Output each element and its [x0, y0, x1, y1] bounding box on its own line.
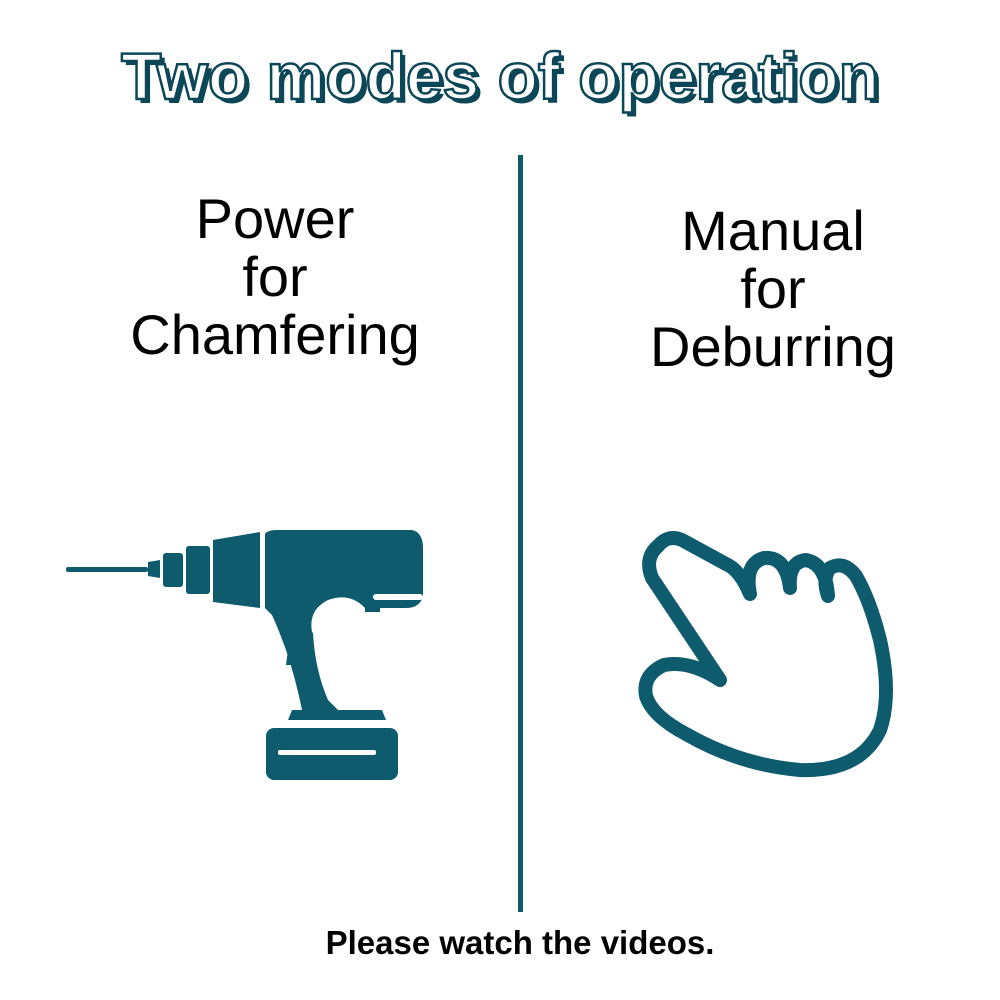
manual-mode-line1: Manual [681, 199, 865, 262]
manual-mode-line2: for [740, 257, 806, 320]
page-title: Two modes of operation [120, 38, 880, 115]
power-mode-line3: Chamfering [130, 303, 420, 366]
footer-note: Please watch the videos. [325, 924, 715, 961]
power-mode-label: Power for Chamfering [100, 190, 450, 364]
center-divider [518, 155, 523, 912]
manual-mode-line3: Deburring [650, 315, 896, 378]
hand-icon [638, 531, 893, 778]
power-mode-line1: Power [195, 187, 355, 250]
power-mode-line2: for [242, 245, 308, 308]
drill-icon [66, 530, 423, 780]
manual-mode-label: Manual for Deburring [598, 202, 948, 376]
